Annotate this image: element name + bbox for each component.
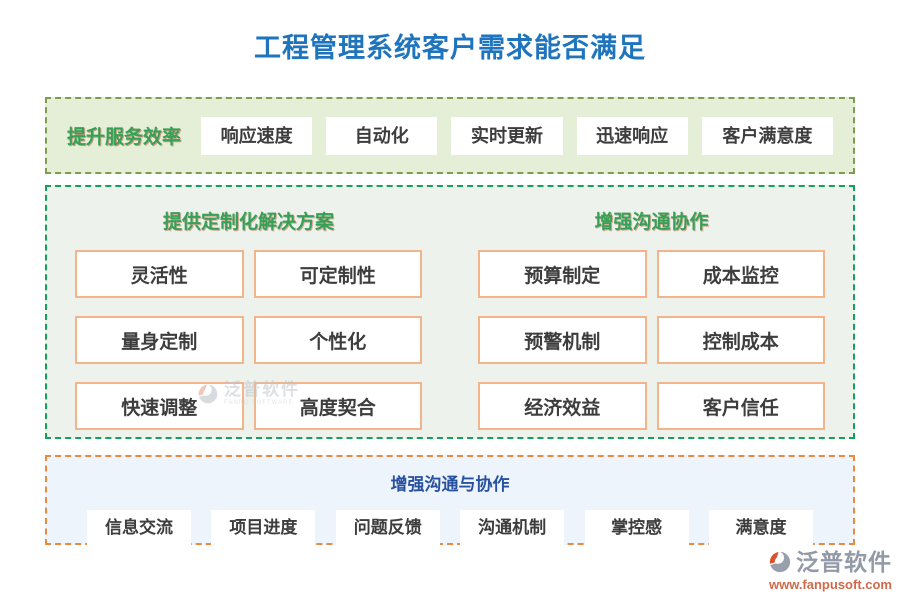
tag-button[interactable]: 掌控感 xyxy=(584,510,689,545)
tag-button[interactable]: 量身定制 xyxy=(75,316,244,364)
service-efficiency-label: 提升服务效率 xyxy=(67,127,182,148)
tag-button[interactable]: 灵活性 xyxy=(75,250,244,298)
section-main-panel: 提供定制化解决方案 灵活性 可定制性 量身定制 个性化 快速调整 高度契合 增强… xyxy=(45,185,855,439)
tag-button[interactable]: 问题反馈 xyxy=(335,510,440,545)
tag-button[interactable]: 个性化 xyxy=(253,316,422,364)
custom-solution-column: 提供定制化解决方案 灵活性 可定制性 量身定制 个性化 快速调整 高度契合 xyxy=(47,187,450,437)
section-service-efficiency: 提升服务效率 响应速度 自动化 实时更新 迅速响应 客户满意度 xyxy=(45,97,855,174)
custom-solution-grid: 灵活性 可定制性 量身定制 个性化 快速调整 高度契合 xyxy=(47,250,450,430)
tag-button[interactable]: 满意度 xyxy=(708,510,813,545)
brand-url: www.fanpusoft.com xyxy=(768,577,892,592)
tag-button[interactable]: 成本监控 xyxy=(656,250,825,298)
communication-column: 增强沟通协作 预算制定 成本监控 预警机制 控制成本 经济效益 客户信任 xyxy=(450,187,853,437)
tag-button[interactable]: 沟通机制 xyxy=(460,510,565,545)
communication-strip-row: 信息交流 项目进度 问题反馈 沟通机制 掌控感 满意度 xyxy=(47,510,853,545)
tag-button[interactable]: 响应速度 xyxy=(201,116,313,155)
brand-name: 泛普软件 xyxy=(796,549,892,575)
page-title: 工程管理系统客户需求能否满足 xyxy=(254,33,646,63)
communication-header: 增强沟通协作 xyxy=(594,212,709,233)
tag-button[interactable]: 自动化 xyxy=(326,116,438,155)
tag-button[interactable]: 项目进度 xyxy=(211,510,316,545)
tag-button[interactable]: 实时更新 xyxy=(451,116,563,155)
section-communication-strip: 增强沟通与协作 信息交流 项目进度 问题反馈 沟通机制 掌控感 满意度 xyxy=(45,455,855,545)
communication-strip-header: 增强沟通与协作 xyxy=(390,475,510,494)
tag-button[interactable]: 快速调整 xyxy=(75,382,244,430)
tag-button[interactable]: 控制成本 xyxy=(656,316,825,364)
tag-button[interactable]: 客户满意度 xyxy=(701,116,833,155)
tag-button[interactable]: 迅速响应 xyxy=(576,116,688,155)
tag-button[interactable]: 信息交流 xyxy=(87,510,191,545)
tag-button[interactable]: 预警机制 xyxy=(478,316,647,364)
custom-solution-header: 提供定制化解决方案 xyxy=(162,212,334,233)
brand-mark: 泛普软件 www.fanpusoft.com xyxy=(767,549,892,592)
tag-button[interactable]: 高度契合 xyxy=(253,382,422,430)
communication-grid: 预算制定 成本监控 预警机制 控制成本 经济效益 客户信任 xyxy=(450,250,853,430)
tag-button[interactable]: 客户信任 xyxy=(656,382,825,430)
tag-button[interactable]: 可定制性 xyxy=(253,250,422,298)
tag-button[interactable]: 经济效益 xyxy=(478,382,647,430)
tag-button[interactable]: 预算制定 xyxy=(478,250,647,298)
fanpu-logo-icon xyxy=(769,551,791,573)
